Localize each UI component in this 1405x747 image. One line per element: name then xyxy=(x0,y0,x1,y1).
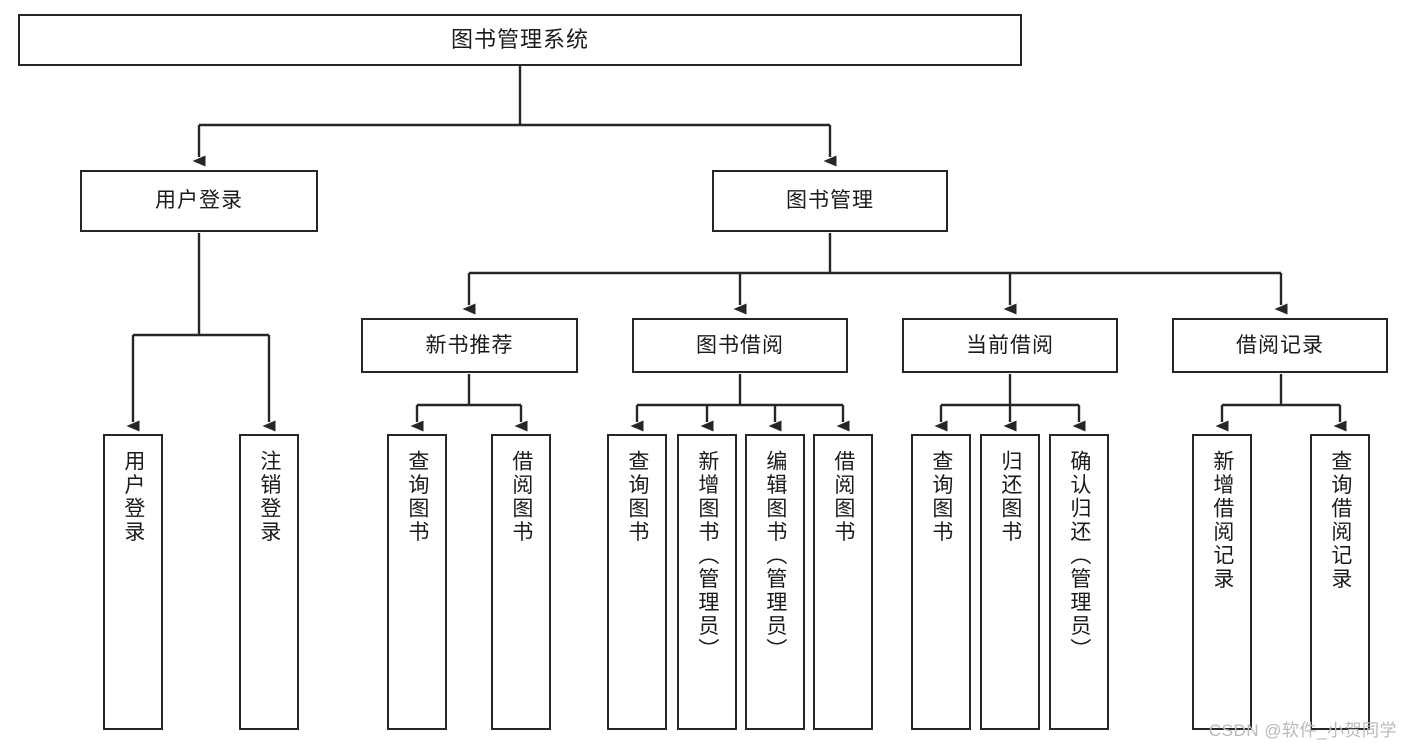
leaf-current-borrow-return[interactable]: 归还图书 xyxy=(980,434,1040,730)
node-new-book-recommend[interactable]: 新书推荐 xyxy=(361,318,578,373)
node-current-borrow[interactable]: 当前借阅 xyxy=(902,318,1118,373)
node-book-borrow-label: 图书借阅 xyxy=(696,333,784,357)
leaf-current-borrow-confirm-return[interactable]: 确认归还（管理员） xyxy=(1049,434,1109,730)
leaf-user-login-login[interactable]: 用户登录 xyxy=(103,434,163,730)
csdn-watermark: CSDN @软件_小贺同学 xyxy=(1208,721,1397,740)
leaf-label: 查询图书 xyxy=(929,450,953,544)
node-book-borrow[interactable]: 图书借阅 xyxy=(632,318,848,373)
leaf-label: 编辑图书（管理员） xyxy=(763,450,787,662)
leaf-borrow-record-query[interactable]: 查询借阅记录 xyxy=(1310,434,1370,730)
leaf-label: 借阅图书 xyxy=(509,450,533,544)
leaf-new-book-query[interactable]: 查询图书 xyxy=(387,434,447,730)
leaf-borrow-record-add[interactable]: 新增借阅记录 xyxy=(1192,434,1252,730)
leaf-label: 查询借阅记录 xyxy=(1328,450,1352,591)
leaf-label: 归还图书 xyxy=(998,450,1022,544)
leaf-current-borrow-query[interactable]: 查询图书 xyxy=(911,434,971,730)
leaf-user-login-logout[interactable]: 注销登录 xyxy=(239,434,299,730)
leaf-label: 用户登录 xyxy=(121,450,145,544)
node-book-management-label: 图书管理 xyxy=(786,189,874,213)
leaf-book-borrow-add[interactable]: 新增图书（管理员） xyxy=(677,434,737,730)
node-new-book-recommend-label: 新书推荐 xyxy=(425,333,514,357)
node-current-borrow-label: 当前借阅 xyxy=(966,333,1054,357)
node-user-login-label: 用户登录 xyxy=(155,189,243,213)
leaf-book-borrow-borrow[interactable]: 借阅图书 xyxy=(813,434,873,730)
node-book-management[interactable]: 图书管理 xyxy=(712,170,948,232)
node-borrow-record-label: 借阅记录 xyxy=(1236,333,1324,357)
node-borrow-record[interactable]: 借阅记录 xyxy=(1172,318,1388,373)
leaf-label: 新增借阅记录 xyxy=(1210,450,1234,591)
node-root-system-label: 图书管理系统 xyxy=(450,26,589,52)
leaf-label: 查询图书 xyxy=(625,450,649,544)
node-user-login[interactable]: 用户登录 xyxy=(80,170,318,232)
leaf-new-book-borrow[interactable]: 借阅图书 xyxy=(491,434,551,730)
node-root-system[interactable]: 图书管理系统 xyxy=(18,14,1022,66)
leaf-label: 查询图书 xyxy=(405,450,429,544)
leaf-label: 注销登录 xyxy=(257,450,281,544)
leaf-label: 确认归还（管理员） xyxy=(1067,450,1091,662)
leaf-book-borrow-edit[interactable]: 编辑图书（管理员） xyxy=(745,434,805,730)
leaf-book-borrow-query[interactable]: 查询图书 xyxy=(607,434,667,730)
leaf-label: 借阅图书 xyxy=(831,450,855,544)
leaf-label: 新增图书（管理员） xyxy=(695,450,719,662)
